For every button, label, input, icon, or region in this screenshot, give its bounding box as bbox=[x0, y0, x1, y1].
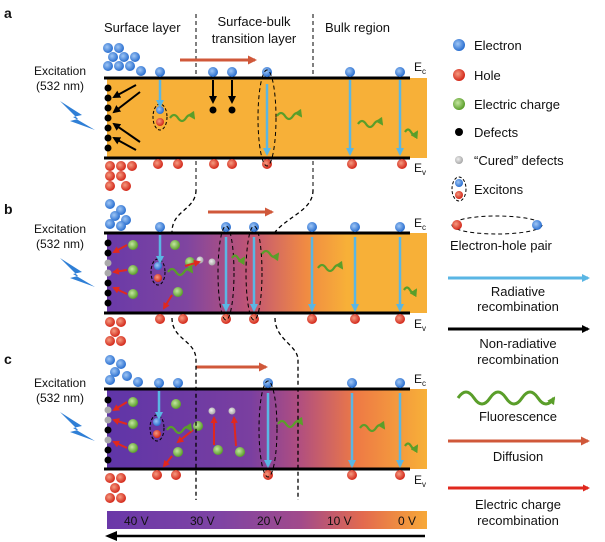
panel-a-electron-cluster bbox=[103, 43, 146, 76]
bulk-region-label: Bulk region bbox=[325, 20, 390, 35]
panel-a-hole-cluster bbox=[105, 161, 137, 191]
panel-b-pair-1 bbox=[217, 225, 235, 321]
panel-a-letter: a bbox=[4, 5, 12, 21]
panel-c-electron-hole-pair bbox=[258, 380, 278, 478]
voltage-label-40: 40 V bbox=[124, 514, 149, 528]
legend-electron-icon bbox=[453, 39, 465, 51]
legend-pair-icon bbox=[451, 215, 543, 235]
voltage-labels: 40 V 30 V 20 V 10 V 0 V bbox=[124, 514, 416, 528]
surface-layer-label: Surface layer bbox=[104, 20, 181, 35]
legend-hole-label: Hole bbox=[474, 68, 501, 83]
panel-c-excitation: Excitation bbox=[34, 376, 86, 390]
legend-nonradiative-label-1: Non-radiative bbox=[479, 336, 556, 351]
transition-layer-label-1: Surface-bulk bbox=[218, 14, 291, 29]
panel-c-letter: c bbox=[4, 351, 12, 367]
panel-c-holes bbox=[152, 470, 405, 480]
panel-c-hole-cluster bbox=[105, 473, 126, 503]
panel-c-defects bbox=[104, 396, 112, 464]
panel-b-electron-cluster bbox=[105, 199, 131, 231]
panel-a-lightning-icon bbox=[60, 101, 95, 130]
voltage-label-0: 0 V bbox=[398, 514, 416, 528]
panel-b-charges bbox=[128, 240, 195, 299]
panel-c-fluorescence bbox=[166, 416, 419, 454]
panel-c-charge-recombination-arrows bbox=[112, 401, 238, 468]
panel-b: b Excitation (532 nm) Ec Ev bbox=[4, 199, 427, 346]
legend-hole-icon bbox=[453, 69, 465, 81]
legend: Electron Hole Electric charge Defects “C… bbox=[448, 38, 590, 528]
voltage-arrow-head bbox=[105, 531, 117, 541]
legend-cured-label: “Cured” defects bbox=[474, 153, 564, 168]
panel-b-lightning-icon bbox=[60, 258, 95, 287]
panel-c-wavelength: (532 nm) bbox=[36, 391, 84, 405]
panel-c-lightning-icon bbox=[60, 412, 95, 441]
panel-b-defects bbox=[104, 239, 112, 307]
panel-c-electron-cluster bbox=[105, 355, 143, 387]
legend-electron-label: Electron bbox=[474, 38, 522, 53]
legend-charge-recombination-label-1: Electric charge bbox=[475, 497, 561, 512]
legend-pair-label: Electron-hole pair bbox=[450, 238, 553, 253]
transition-layer-label-2: transition layer bbox=[212, 31, 297, 46]
legend-charge-recombination-label-2: recombination bbox=[477, 513, 559, 528]
panel-a-defects bbox=[104, 84, 112, 152]
panel-a: a Excitation (532 nm) Ec Ev bbox=[4, 5, 427, 191]
legend-cured-defect-icon bbox=[455, 156, 463, 164]
panel-b-hole-cluster bbox=[105, 317, 126, 346]
legend-fluorescence-label: Fluorescence bbox=[479, 409, 557, 424]
panel-a-radiative-arrows bbox=[156, 80, 404, 156]
panel-c-cured-defects bbox=[208, 407, 236, 415]
panel-a-wavelength: (532 nm) bbox=[36, 79, 84, 93]
panel-b-radiative-arrows bbox=[156, 235, 404, 312]
panel-c-radiative-arrows bbox=[155, 391, 404, 468]
panel-a-electron-hole-pair bbox=[257, 69, 277, 167]
legend-diffusion-label: Diffusion bbox=[493, 449, 543, 464]
panel-b-ev-label: Ev bbox=[414, 317, 426, 333]
panel-a-ec-label: Ec bbox=[414, 60, 426, 76]
legend-radiative-label-1: Radiative bbox=[491, 284, 545, 299]
panel-b-excitation: Excitation bbox=[34, 222, 86, 236]
panel-c: c Excitation (532 nm) Ec Ev bbox=[4, 351, 427, 503]
legend-defect-icon bbox=[455, 128, 463, 136]
legend-fluorescence-icon bbox=[456, 390, 556, 406]
boundary-curves bbox=[171, 189, 314, 500]
panel-a-transition-defects bbox=[209, 80, 236, 114]
panel-a-excitation: Excitation bbox=[34, 64, 86, 78]
legend-exciton-icon bbox=[451, 176, 467, 202]
panel-b-holes bbox=[155, 314, 405, 324]
panel-a-electrons bbox=[155, 67, 405, 77]
panel-a-ev-label: Ev bbox=[414, 161, 426, 177]
voltage-label-10: 10 V bbox=[327, 514, 352, 528]
panel-b-wavelength: (532 nm) bbox=[36, 237, 84, 251]
panel-a-nonradiative-arrows bbox=[112, 84, 141, 151]
panel-b-band bbox=[107, 233, 427, 313]
panel-b-fluorescence bbox=[167, 249, 418, 298]
legend-charge-label: Electric charge bbox=[474, 97, 560, 112]
panel-b-pair-2 bbox=[245, 225, 263, 321]
panel-c-electrons bbox=[154, 378, 405, 388]
panel-a-holes bbox=[153, 159, 407, 169]
panel-b-ec-label: Ec bbox=[414, 216, 426, 232]
voltage-label-20: 20 V bbox=[257, 514, 282, 528]
panel-b-letter: b bbox=[4, 201, 13, 217]
legend-radiative-label-2: recombination bbox=[477, 299, 559, 314]
legend-charge-icon bbox=[453, 98, 465, 110]
panel-c-ev-label: Ev bbox=[414, 473, 426, 489]
voltage-label-30: 30 V bbox=[190, 514, 215, 528]
panel-a-fluorescence bbox=[169, 108, 419, 140]
panel-c-ec-label: Ec bbox=[414, 372, 426, 388]
legend-nonradiative-label-2: recombination bbox=[477, 352, 559, 367]
legend-defects-label: Defects bbox=[474, 125, 519, 140]
panel-c-charges bbox=[128, 397, 245, 457]
voltage-bar bbox=[107, 511, 427, 529]
legend-excitons-label: Excitons bbox=[474, 182, 524, 197]
